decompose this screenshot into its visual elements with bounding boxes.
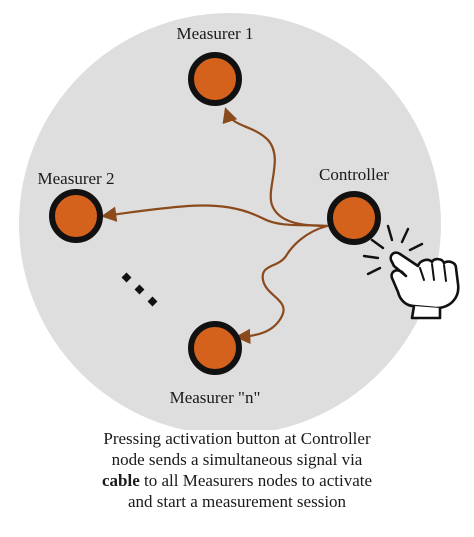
- cable-to-measurer-2: [100, 204, 329, 228]
- network-area: [19, 13, 441, 430]
- network-diagram: Measurer 1 Measurer 2 Controller Measure…: [19, 13, 460, 430]
- controller-node[interactable]: [327, 191, 381, 245]
- caption-line-2: node sends a simultaneous signal via: [111, 450, 363, 469]
- caption-line-3-rest: to all Measurers nodes to activate: [139, 471, 373, 490]
- controller-label: Controller: [319, 165, 389, 184]
- caption-line-3: cable to all Measurers nodes to activate: [0, 470, 474, 491]
- caption-line-1: Pressing activation button at Controller: [103, 429, 371, 448]
- pointing-hand-icon: [362, 224, 460, 320]
- cables: [100, 107, 329, 345]
- caption-cable-word: cable: [101, 471, 140, 490]
- measurer-2-label: Measurer 2: [38, 169, 115, 188]
- measurer-1-label: Measurer 1: [177, 24, 254, 43]
- measurer-1-node: [188, 52, 242, 106]
- measurer-n-node: [188, 321, 242, 375]
- caption-line-4: and start a measurement session: [127, 492, 347, 511]
- cable-to-measurer-n: [234, 224, 329, 345]
- measurer-2-node: [49, 189, 103, 243]
- cable-to-measurer-1: [222, 107, 329, 228]
- measurer-n-label: Measurer "n": [170, 388, 261, 407]
- caption: Pressing activation button at Controller…: [0, 428, 474, 512]
